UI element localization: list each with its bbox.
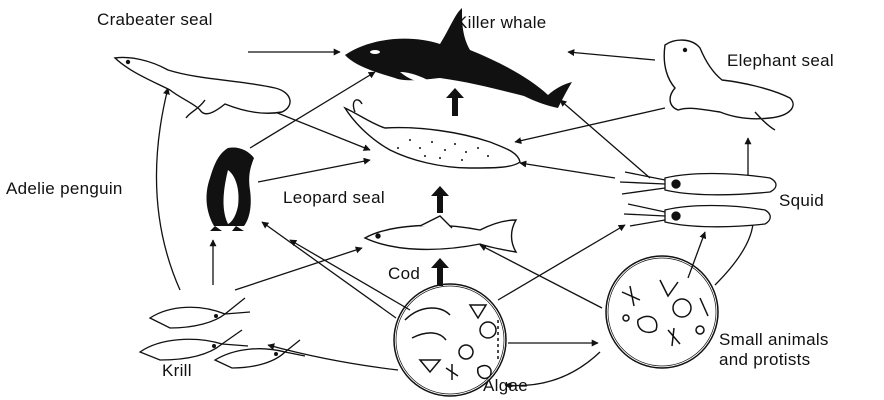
arrow-small-animals-to-squid bbox=[688, 232, 705, 278]
leopard-seal-illustration bbox=[345, 100, 520, 168]
crabeater-seal-illustration bbox=[115, 58, 290, 119]
squid-illustration bbox=[620, 172, 776, 227]
label-small-animals-line1: Small animals bbox=[719, 330, 829, 349]
arrow-elephant-to-killer-whale bbox=[568, 52, 655, 60]
label-adelie-penguin: Adelie penguin bbox=[6, 179, 123, 198]
arrow-algae-to-krill bbox=[268, 345, 398, 370]
label-krill: Krill bbox=[162, 361, 192, 380]
arrow-krill-to-cod bbox=[235, 248, 362, 290]
adelie-penguin-illustration bbox=[207, 147, 254, 231]
arrow-penguin-to-leopard bbox=[258, 160, 370, 182]
arrow-elephant-to-leopard bbox=[515, 108, 665, 142]
bold-arrows bbox=[431, 88, 464, 286]
bold-arrow-algae-to-cod bbox=[431, 258, 449, 286]
arrow-small-animals-to-cod bbox=[480, 245, 602, 308]
arrow-krill-to-crabeater bbox=[156, 88, 180, 290]
label-crabeater-seal: Crabeater seal bbox=[97, 10, 213, 29]
bold-arrow-cod-to-leopard bbox=[431, 186, 449, 213]
label-squid: Squid bbox=[779, 191, 824, 210]
cod-illustration bbox=[365, 216, 516, 252]
label-killer-whale: Killer whale bbox=[456, 13, 547, 32]
label-algae: Algae bbox=[483, 376, 528, 395]
arrow-algae-to-squid bbox=[498, 225, 625, 300]
krill-illustration bbox=[140, 298, 305, 368]
label-elephant-seal: Elephant seal bbox=[727, 51, 834, 70]
small-animals-illustration bbox=[606, 256, 718, 368]
label-small-animals-line2: and protists bbox=[719, 350, 810, 369]
label-cod: Cod bbox=[388, 264, 420, 283]
arrow-squid-to-leopard bbox=[520, 163, 615, 178]
bold-arrow-leopard-to-whale bbox=[446, 88, 464, 116]
arrow-squid-to-killer-whale bbox=[560, 100, 650, 178]
label-leopard-seal: Leopard seal bbox=[283, 188, 385, 207]
